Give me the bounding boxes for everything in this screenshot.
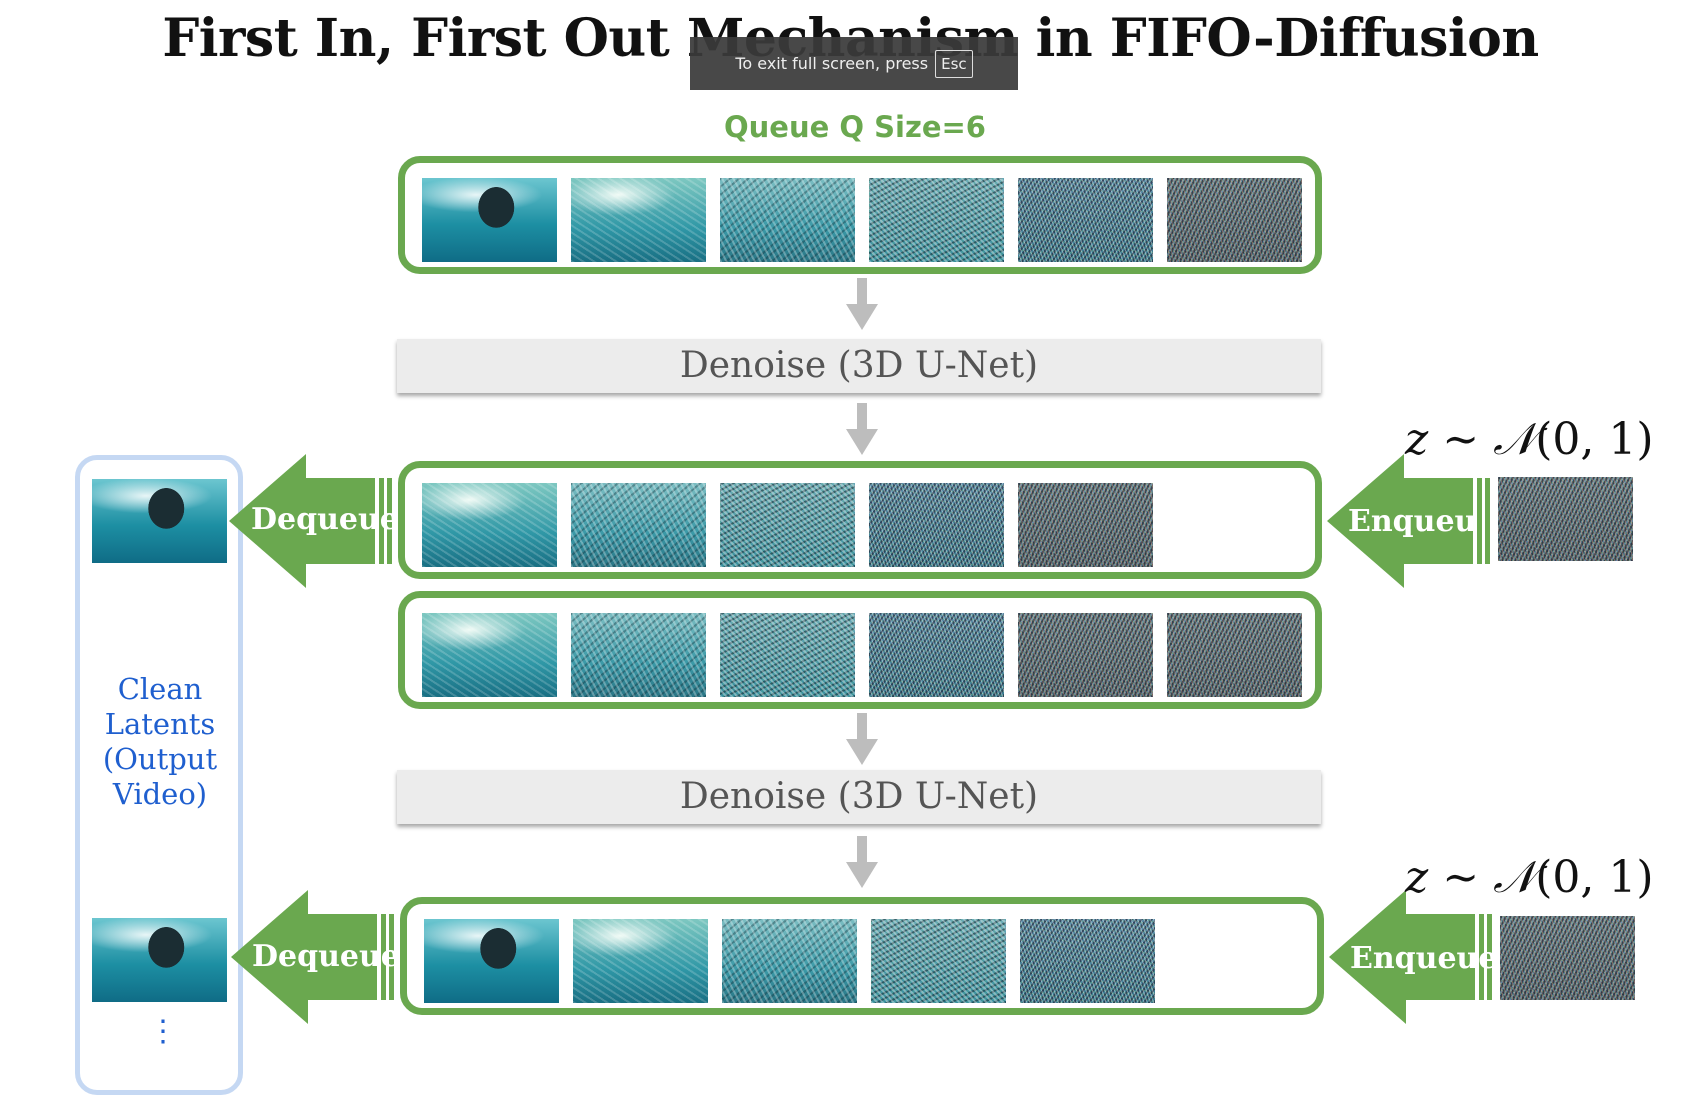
dequeue-arrow-icon <box>229 454 392 588</box>
latent-frame <box>1018 483 1153 567</box>
latent-frame <box>720 483 855 567</box>
clean-latents-label: Clean Latents (Output Video) <box>102 672 218 811</box>
noise-frame <box>1500 916 1635 1000</box>
latent-frame <box>571 613 706 697</box>
latent-frame <box>573 919 708 1003</box>
dequeue-label: Dequeue <box>252 939 400 974</box>
latent-frame <box>422 613 557 697</box>
latent-frame <box>1020 919 1155 1003</box>
more-frames-ellipsis: ⋮ <box>148 1014 178 1049</box>
enqueue-arrow-icon <box>1329 890 1492 1024</box>
enqueue-label: Enqueu <box>1348 504 1477 539</box>
down-arrow-icon <box>846 713 878 765</box>
latent-frame <box>1167 613 1302 697</box>
dequeue-arrow-icon <box>231 890 394 1024</box>
latent-frame <box>869 483 1004 567</box>
output-frame <box>92 918 227 1002</box>
noise-frame <box>1498 477 1633 561</box>
noise-formula: z ∼ 𝒩(0, 1) <box>1405 414 1654 465</box>
latent-frame <box>1167 178 1302 262</box>
queue-row-initial <box>398 156 1322 274</box>
denoise-step: Denoise (3D U-Net) <box>397 339 1321 393</box>
latent-frame <box>869 178 1004 262</box>
down-arrow-icon <box>846 278 878 330</box>
queue-row-after-enqueue <box>398 591 1322 709</box>
latent-frame <box>720 178 855 262</box>
latent-frame <box>1018 613 1153 697</box>
toast-message: To exit full screen, press <box>735 54 929 73</box>
fullscreen-exit-toast: To exit full screen, press Esc <box>690 37 1018 90</box>
enqueue-label: Enqueue <box>1350 941 1498 976</box>
down-arrow-icon <box>846 403 878 455</box>
queue-size-label: Queue Q Size=6 <box>724 110 986 144</box>
dequeue-label: Dequeue <box>251 502 399 537</box>
latent-frame <box>422 483 557 567</box>
enqueue-arrow-icon <box>1327 454 1490 588</box>
queue-row-after-dequeue <box>398 461 1322 579</box>
latent-frame <box>869 613 1004 697</box>
latent-frame <box>571 483 706 567</box>
noise-formula: z ∼ 𝒩(0, 1) <box>1405 852 1654 903</box>
latent-frame <box>871 919 1006 1003</box>
output-frame <box>92 479 227 563</box>
queue-row-final <box>400 897 1324 1015</box>
latent-frame <box>571 178 706 262</box>
latent-frame <box>722 919 857 1003</box>
down-arrow-icon <box>846 836 878 888</box>
latent-frame <box>720 613 855 697</box>
esc-key-badge[interactable]: Esc <box>935 49 973 78</box>
latent-frame <box>422 178 557 262</box>
latent-frame <box>1018 178 1153 262</box>
latent-frame <box>424 919 559 1003</box>
denoise-step: Denoise (3D U-Net) <box>397 770 1321 824</box>
